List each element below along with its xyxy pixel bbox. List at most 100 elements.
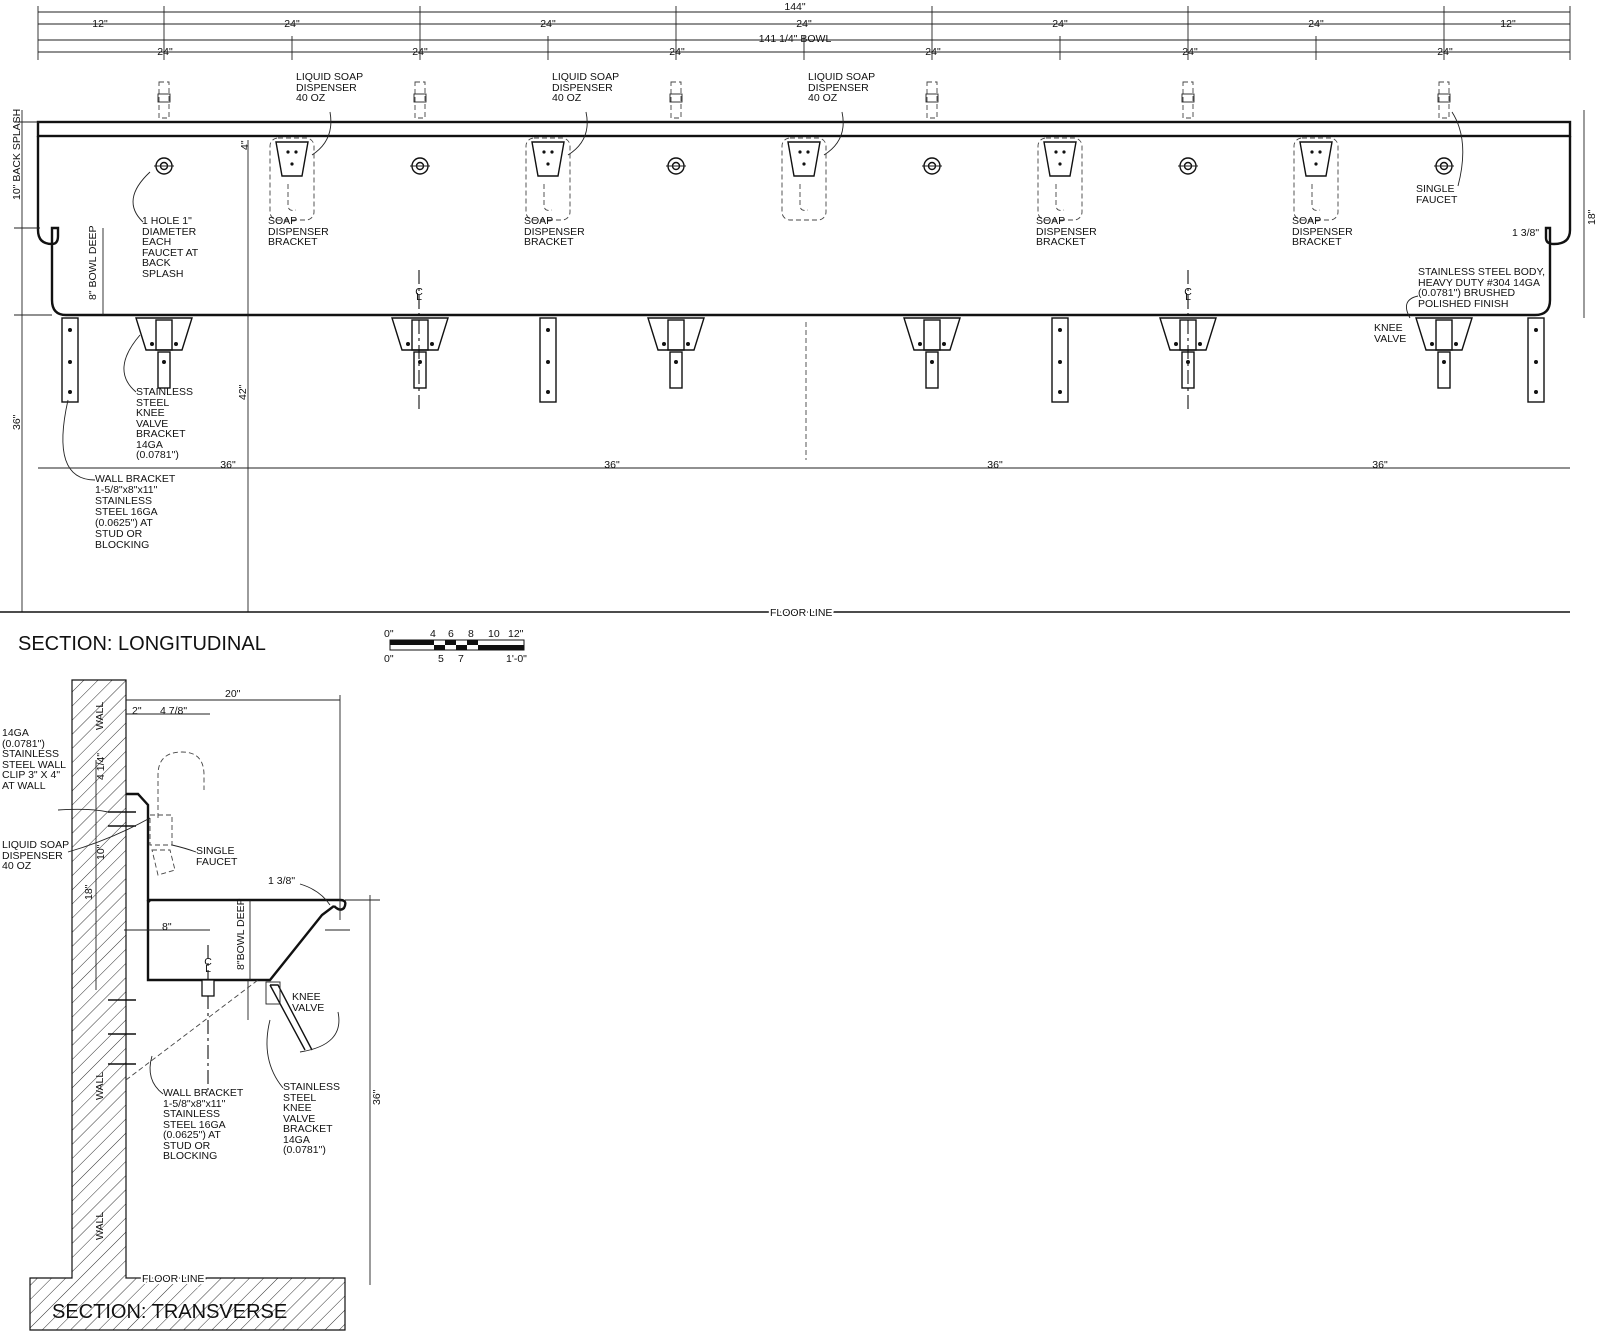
knee-valve-bracket: [1159, 317, 1217, 351]
faucet-handle: [413, 93, 427, 103]
wall-label-1: WALL: [94, 702, 106, 730]
t-wall-bracket-label: WALL BRACKET 1-5/8"x8"x11" STAINLESS STE…: [163, 1088, 244, 1162]
scale-bot-5: 5: [438, 653, 444, 665]
wall-label-3: WALL: [94, 1212, 106, 1240]
soap-screw: [1318, 150, 1322, 154]
scale-top-0: 0": [384, 628, 394, 640]
dim-lip: 1 3/8": [1512, 227, 1539, 239]
dim-36-b: 36": [604, 459, 620, 471]
soap-screw: [1054, 150, 1058, 154]
soap-dispenser-4: [1037, 137, 1083, 221]
wall-clip-label: 14GA (0.0781") STAINLESS STEEL WALL CLIP…: [2, 728, 66, 792]
knee-valve-6: [1415, 317, 1473, 389]
knee-valve-bolt: [430, 342, 434, 346]
callout-knee-bracket: STAINLESS STEEL KNEE VALVE BRACKET 14GA …: [123, 334, 193, 461]
knee-valve-bolt: [1454, 342, 1458, 346]
soap-outline: [525, 137, 571, 221]
faucet-group: [154, 81, 1454, 175]
t-dim-2: 2": [132, 705, 142, 717]
hole-label: 1 HOLE 1" DIAMETER EACH FAUCET AT BACK S…: [142, 216, 199, 280]
soap-dispenser-5: [1293, 137, 1339, 221]
knee-valve-pin: [1442, 360, 1446, 364]
soap-dispenser-label-3: LIQUID SOAP DISPENSER 40 OZ: [808, 72, 875, 104]
svg-text:L: L: [1185, 291, 1191, 303]
dim-spacing-5: 24": [1308, 18, 1324, 30]
soap-bracket: [1043, 141, 1077, 177]
soap-bracket-label-1: SOAP DISPENSER BRACKET: [268, 216, 329, 248]
knee-valve-lever: [1437, 351, 1451, 389]
soap-dispenser-group: [269, 137, 1339, 221]
dim-36-d: 36": [1372, 459, 1388, 471]
scale-top-6: 6: [448, 628, 454, 640]
soap-outline: [1037, 137, 1083, 221]
knee-valve-body: [1435, 319, 1453, 351]
soap-screw: [290, 162, 294, 166]
wall-bracket-hole: [68, 360, 72, 364]
callout-soap-2: LIQUID SOAP DISPENSER 40 OZ: [552, 72, 619, 156]
knee-valve-2: [391, 317, 449, 389]
soap-screw: [550, 150, 554, 154]
soap-bracket: [787, 141, 821, 177]
t-dim-8: 8": [162, 921, 172, 933]
knee-valve-bracket: [391, 317, 449, 351]
dim-bowl-deep: 8" BOWL DEEP: [87, 225, 99, 300]
callout-soap-bracket: SOAP DISPENSER BRACKET SOAP DISPENSER BR…: [268, 216, 1353, 248]
callout-wall-bracket: WALL BRACKET 1-5/8"x8"x11" STAINLESS STE…: [62, 399, 175, 551]
knee-bracket-label: STAINLESS STEEL KNEE VALVE BRACKET 14GA …: [136, 387, 193, 461]
soap-outline: [269, 137, 315, 221]
knee-valve-3: [647, 317, 705, 389]
callout-body: STAINLESS STEEL BODY, HEAVY DUTY #304 14…: [1405, 267, 1546, 319]
soap-outline: [1293, 137, 1339, 221]
knee-valve-bolt: [1430, 342, 1434, 346]
t-dim-20: 20": [225, 688, 241, 700]
dim-spacing-3: 24": [796, 18, 812, 30]
wall-bracket-plate: [1527, 317, 1545, 403]
t-dim-bowl-deep: 8"BOWL DEEP: [235, 898, 247, 970]
soap-spout: [799, 184, 809, 211]
wall-bracket-2: [539, 317, 557, 403]
wall-bracket-hole: [1058, 328, 1062, 332]
knee-valve-bolt: [1198, 342, 1202, 346]
knee-valve-lever: [925, 351, 939, 389]
t-dim-414: 4 1/4": [95, 753, 107, 780]
single-faucet-label: SINGLE FAUCET: [1416, 184, 1458, 206]
dim-backsplash: 10" BACK SPLASH: [11, 109, 23, 200]
dim-36-c: 36": [987, 459, 1003, 471]
soap-screw: [798, 150, 802, 154]
soap-dispenser-label-1: LIQUID SOAP DISPENSER 40 OZ: [296, 72, 363, 104]
scale-top-10: 10: [488, 628, 500, 640]
dim-spacing-4: 24": [1052, 18, 1068, 30]
soap-screw: [802, 162, 806, 166]
knee-valve-body: [155, 319, 173, 351]
wall-bracket-plate: [61, 317, 79, 403]
dim-end-right: 12": [1500, 18, 1516, 30]
soap-outline: [781, 137, 827, 221]
knee-valve-pin: [1186, 360, 1190, 364]
soap-screw: [546, 162, 550, 166]
knee-valve-body: [411, 319, 429, 351]
body-label: STAINLESS STEEL BODY, HEAVY DUTY #304 14…: [1418, 267, 1546, 310]
t-dim-36: 36": [371, 1089, 383, 1105]
faucet-stem: [1438, 81, 1450, 119]
wall-bracket-3: [1051, 317, 1069, 403]
knee-valve-bolt: [686, 342, 690, 346]
dim-spacing-b3: 24": [669, 46, 685, 58]
knee-valve-lever: [669, 351, 683, 389]
wall-bracket-hole: [546, 390, 550, 394]
faucet-2: [410, 81, 430, 175]
wall-bracket-hole: [1534, 390, 1538, 394]
knee-valve-bracket: [903, 317, 961, 351]
dim-spacing-b2: 24": [412, 46, 428, 58]
knee-valve-bracket: [135, 317, 193, 351]
wall-label-2: WALL: [94, 1072, 106, 1100]
soap-screw: [1314, 162, 1318, 166]
knee-valve-bolt: [918, 342, 922, 346]
knee-valve-lever: [157, 351, 171, 389]
t-soap-label: LIQUID SOAP DISPENSER 40 OZ: [2, 840, 69, 872]
soap-spout: [287, 184, 297, 211]
wall-bracket-hole: [1058, 360, 1062, 364]
scale-top-4: 4: [430, 628, 436, 640]
faucet-stem: [158, 81, 170, 119]
knee-valve-4: [903, 317, 961, 389]
